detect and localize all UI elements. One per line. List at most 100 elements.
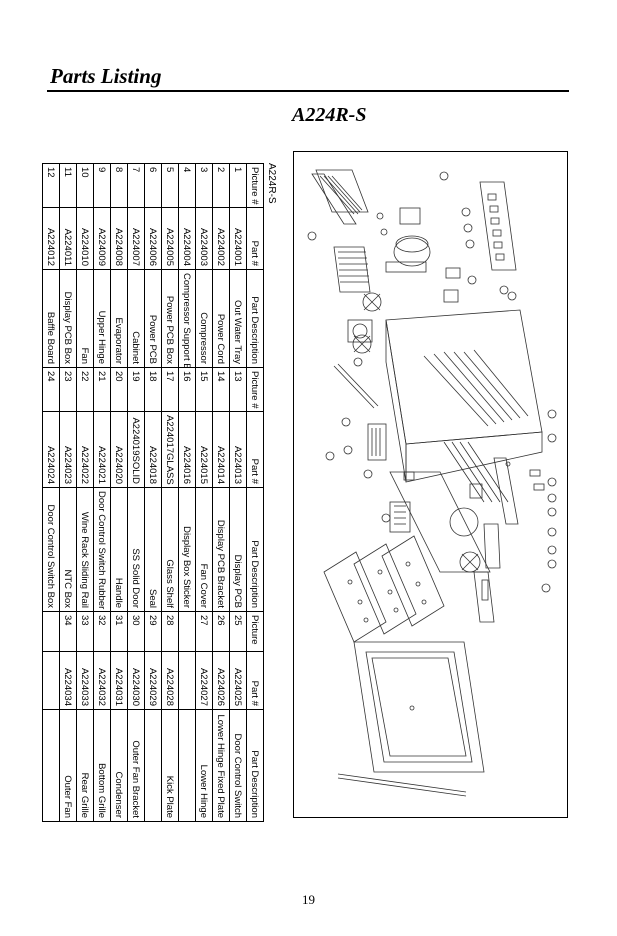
table-cell: A224020	[110, 411, 128, 488]
table-cell: A224014	[212, 411, 230, 488]
table-cell: Display PCB Bracket	[212, 487, 230, 612]
table-cell: Wine Rack Sliding Rail	[76, 487, 94, 612]
table-cell: A224031	[110, 651, 128, 710]
table-cell: 2	[212, 163, 230, 208]
table-cell: 7	[127, 163, 145, 208]
table-cell	[42, 709, 60, 822]
table-cell: SS Solid Door	[127, 487, 145, 612]
table-cell: 30	[127, 611, 145, 652]
base-grille-drawing	[333, 363, 491, 573]
page-number: 19	[302, 892, 315, 907]
table-cell: Handle	[110, 487, 128, 612]
table-cell: 15	[195, 367, 213, 412]
table-cell: A224016	[178, 411, 196, 488]
table-cell: A224019SOLID	[127, 411, 145, 488]
table-cell: 16	[178, 367, 196, 412]
table-cell: A224026	[212, 651, 230, 710]
table-cell: A224025	[229, 651, 247, 710]
table-cell: 22	[76, 367, 94, 412]
table-cell: 18	[144, 367, 162, 412]
table-cell: Power PCB	[144, 269, 162, 368]
table-cell: Lower Hinge	[195, 709, 213, 822]
table-cell: Display PCB Box	[59, 269, 77, 368]
exploded-view-drawing	[307, 169, 557, 797]
table-cell	[178, 709, 196, 822]
table-cell: 24	[42, 367, 60, 412]
table-cell: 8	[110, 163, 128, 208]
table-cell: 6	[144, 163, 162, 208]
table-cell: 17	[161, 367, 179, 412]
table-cell: 32	[93, 611, 111, 652]
table-cell: Bottom Grille	[93, 709, 111, 822]
table-cell: 21	[93, 367, 111, 412]
table-cell: A224032	[93, 651, 111, 710]
table-cell: A224010	[76, 207, 94, 270]
table-cell: NTC Box	[59, 487, 77, 612]
compressor-drawing	[376, 207, 431, 273]
table-cell: Compressor Support Board	[178, 269, 196, 368]
table-cell	[42, 611, 60, 652]
table-cell: A224015	[195, 411, 213, 488]
table-cell: A224034	[59, 651, 77, 710]
door-drawing	[337, 641, 485, 797]
table-cell: A224030	[127, 651, 145, 710]
table-cell: 3	[195, 163, 213, 208]
table-cell: Fan Cover	[195, 487, 213, 612]
table-cell: Power Cord	[212, 269, 230, 368]
header-cell: Part #	[246, 207, 264, 270]
table-cell: A224005	[161, 207, 179, 270]
table-cell: A224001	[229, 207, 247, 270]
callout-markers	[307, 171, 557, 593]
table-cell: Upper Hinge	[93, 269, 111, 368]
table-cell: 28	[161, 611, 179, 652]
table-cell: A224006	[144, 207, 162, 270]
table-cell: A224007	[127, 207, 145, 270]
table-cell: Outer Fan	[59, 709, 77, 822]
header-cell: Part Description	[246, 709, 264, 822]
page-heading: Parts Listing	[50, 64, 162, 88]
table-cell: Fan	[76, 269, 94, 368]
table-cell: A224011	[59, 207, 77, 270]
table-cell: A224003	[195, 207, 213, 270]
table-cell: Outer Fan Bracket	[127, 709, 145, 822]
table-cell: 11	[59, 163, 77, 208]
table-cell: 25	[229, 611, 247, 652]
table-cell: 4	[178, 163, 196, 208]
table-cell: A224033	[76, 651, 94, 710]
table-cell: 12	[42, 163, 60, 208]
table-cell: A224013	[229, 411, 247, 488]
table-caption: A224R-S	[266, 163, 277, 204]
table-cell: A224002	[212, 207, 230, 270]
table-cell: 13	[229, 367, 247, 412]
table-cell: 34	[59, 611, 77, 652]
table-cell: Glass Shelf	[161, 487, 179, 612]
table-cell: 27	[195, 611, 213, 652]
model-title: A224R-S	[292, 104, 367, 126]
table-cell: 9	[93, 163, 111, 208]
table-header-row: Picture # Part # Part Description Pictur…	[246, 163, 264, 822]
table-cell: Compressor	[195, 269, 213, 368]
table-cell: 20	[110, 367, 128, 412]
table-cell	[178, 611, 196, 652]
parts-table-rotated: A224R-S Picture # Part # Part Descriptio…	[42, 163, 277, 822]
table-cell: Evaporator	[110, 269, 128, 368]
parts-table: Picture # Part # Part Description Pictur…	[42, 163, 264, 822]
table-cell: 33	[76, 611, 94, 652]
header-cell: Part Description	[246, 269, 264, 368]
exploded-view-diagram	[293, 151, 568, 818]
header-cell: Part #	[246, 651, 264, 710]
evaporator-drawing	[311, 169, 371, 293]
table-cell: 1	[229, 163, 247, 208]
table-cell	[178, 651, 196, 710]
table-cell	[144, 709, 162, 822]
table-cell: A224029	[144, 651, 162, 710]
